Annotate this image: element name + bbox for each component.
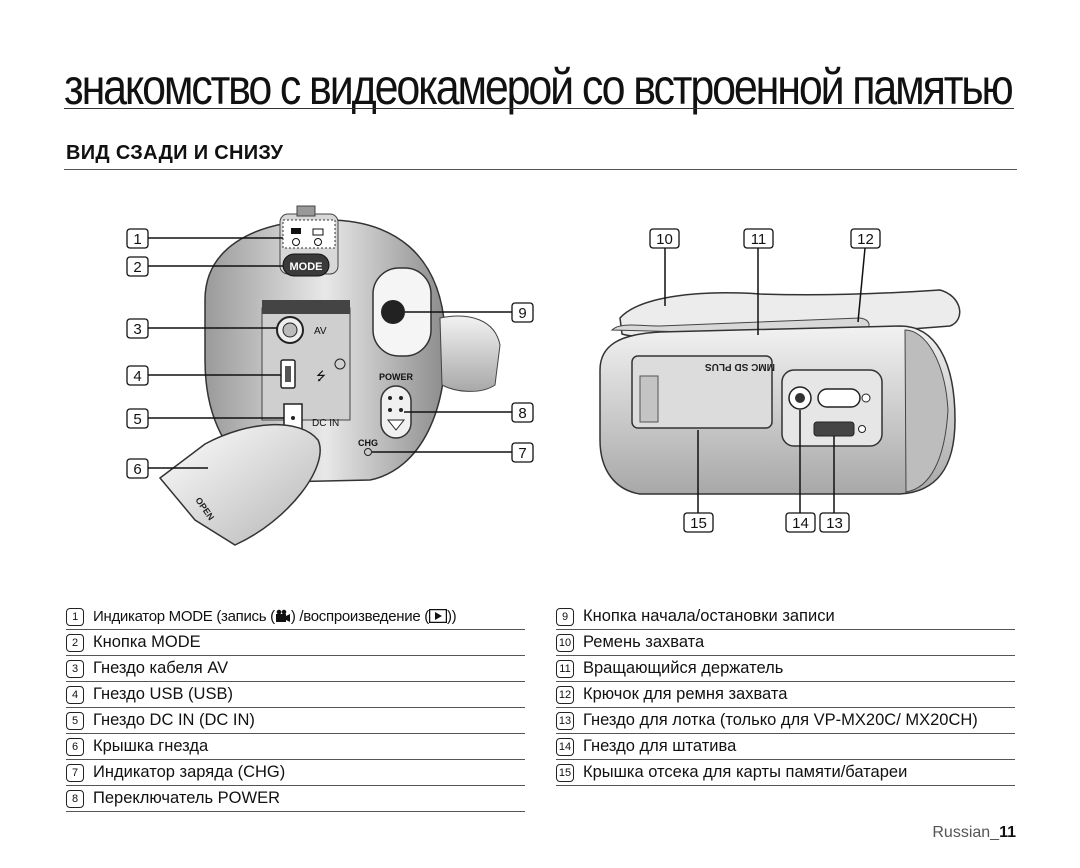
camcorder-diagram: MODE AV ⭍ DC IN POWER CHG OPEN — [126, 205, 961, 546]
svg-text:8: 8 — [518, 405, 526, 422]
svg-text:5: 5 — [133, 411, 141, 428]
play-icon — [428, 609, 447, 623]
dc-in-label: DC IN — [312, 418, 339, 429]
svg-text:2: 2 — [133, 259, 141, 276]
callout-7: 7 — [511, 442, 534, 463]
callout-15: 15 — [683, 512, 714, 533]
page-title: знакомство с видеокамерой со встроенной … — [64, 59, 1014, 115]
svg-text:1: 1 — [133, 231, 141, 248]
title-rule — [64, 108, 1014, 109]
callout-2: 2 — [126, 256, 149, 277]
legend-left: 1 Индикатор MODE (запись () /воспроизвед… — [66, 604, 525, 812]
svg-text:10: 10 — [656, 231, 673, 248]
svg-text:13: 13 — [826, 515, 843, 532]
svg-text:4: 4 — [133, 368, 141, 385]
usb-icon: ⭍ — [316, 369, 326, 383]
callout-11: 11 — [743, 228, 774, 249]
page-footer: Russian_11 — [932, 824, 1016, 841]
svg-text:15: 15 — [690, 515, 707, 532]
svg-text:12: 12 — [857, 231, 874, 248]
memory-card-logo: MMC SD PLUS — [705, 361, 775, 372]
callout-1: 1 — [126, 228, 149, 249]
svg-text:11: 11 — [751, 231, 767, 248]
chg-label: CHG — [358, 438, 378, 448]
svg-text:7: 7 — [518, 445, 526, 462]
svg-text:6: 6 — [133, 461, 141, 478]
callout-13: 13 — [819, 512, 850, 533]
callout-5: 5 — [126, 408, 149, 429]
mode-button-label: MODE — [290, 261, 323, 273]
svg-text:14: 14 — [792, 515, 809, 532]
power-label: POWER — [379, 372, 414, 382]
callout-8: 8 — [511, 402, 534, 423]
svg-text:3: 3 — [133, 321, 141, 338]
callout-14: 14 — [785, 512, 816, 533]
rear-view-camera: MODE AV ⭍ DC IN POWER CHG OPEN — [158, 205, 501, 546]
callout-6: 6 — [126, 458, 149, 479]
callout-4: 4 — [126, 365, 149, 386]
bottom-view-camera: MMC SD PLUS — [599, 289, 961, 495]
section-rule — [64, 169, 1017, 170]
legend-item-1: 1 Индикатор MODE (запись () /воспроизвед… — [66, 604, 525, 630]
svg-text:9: 9 — [518, 305, 526, 322]
section-heading: ВИД СЗАДИ И СНИЗУ — [66, 142, 284, 164]
callout-12: 12 — [850, 228, 881, 249]
callout-3: 3 — [126, 318, 149, 339]
callout-leaders-left — [148, 237, 512, 469]
callout-9: 9 — [511, 302, 534, 323]
callout-10: 10 — [649, 228, 680, 249]
callout-leaders-right — [664, 247, 866, 513]
av-port-label: AV — [314, 326, 327, 337]
camcorder-icon — [275, 609, 290, 622]
